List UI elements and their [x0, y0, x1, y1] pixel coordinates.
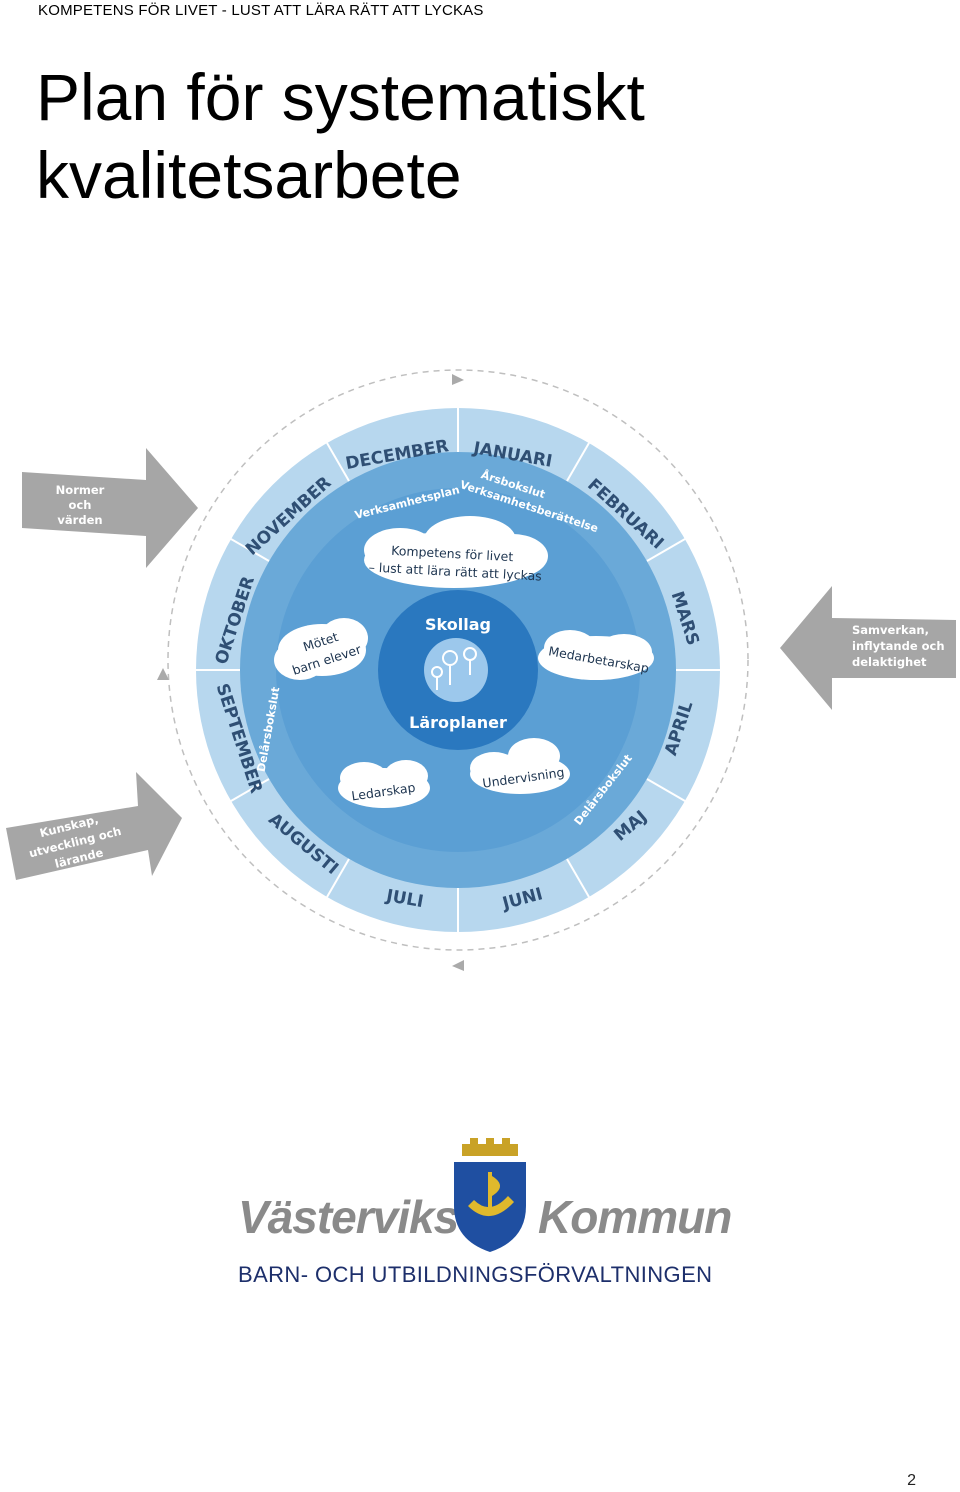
cloud-ledarskap	[338, 760, 430, 808]
month-separators	[196, 408, 720, 932]
people-icon-bg	[424, 638, 488, 702]
cloud-kompetens	[364, 516, 548, 588]
title-line-1: Plan för systematiskt	[36, 60, 645, 134]
cloud-medarbetarskap	[538, 630, 654, 680]
arrow-normer-line3: värden	[57, 513, 102, 527]
cloud-motet	[274, 618, 368, 680]
cloud-kompetens-line1: Kompetens för livet	[391, 543, 514, 564]
logo-name-left: Västerviks	[238, 1191, 459, 1243]
cycle-arrowhead-top	[452, 374, 464, 385]
quality-cycle-wheel: DECEMBER JANUARI FEBRUARI MARS APRIL MAJ…	[6, 369, 956, 971]
logo-subtitle: BARN- OCH UTBILDNINGSFÖRVALTNINGEN	[238, 1262, 713, 1287]
arrow-normer	[22, 448, 198, 568]
arrow-normer-line2: och	[69, 498, 92, 512]
cloud-undervisning	[470, 738, 570, 794]
page-number: 2	[907, 1472, 916, 1489]
arrow-kunskap	[6, 772, 182, 880]
running-header: KOMPETENS FÖR LIVET - LUST ATT LÄRA RÄTT…	[38, 2, 484, 19]
coat-of-arms-icon	[454, 1138, 526, 1252]
center-skollag: Skollag	[425, 615, 491, 634]
arrow-samverkan-line3: delaktighet	[852, 655, 927, 669]
cycle-dashed-circle	[167, 369, 749, 951]
center-laroplaner: Läroplaner	[409, 713, 507, 732]
municipality-logo: Västerviks Kommun BARN- OCH UTBILDNINGSF…	[230, 1130, 732, 1300]
people-icon	[431, 647, 477, 690]
title-line-2: kvalitetsarbete	[36, 138, 462, 212]
cycle-arrowhead-bottom	[452, 960, 464, 971]
arrow-samverkan-line2: inflytande och	[852, 639, 945, 653]
arrow-samverkan-line1: Samverkan,	[852, 623, 929, 637]
cycle-arrowhead-left	[157, 668, 169, 680]
page-title: Plan för systematiskt kvalitetsarbete	[36, 58, 645, 214]
arrow-normer-line1: Normer	[56, 483, 105, 497]
arrow-samverkan	[780, 586, 956, 710]
logo-name-right: Kommun	[538, 1191, 732, 1243]
